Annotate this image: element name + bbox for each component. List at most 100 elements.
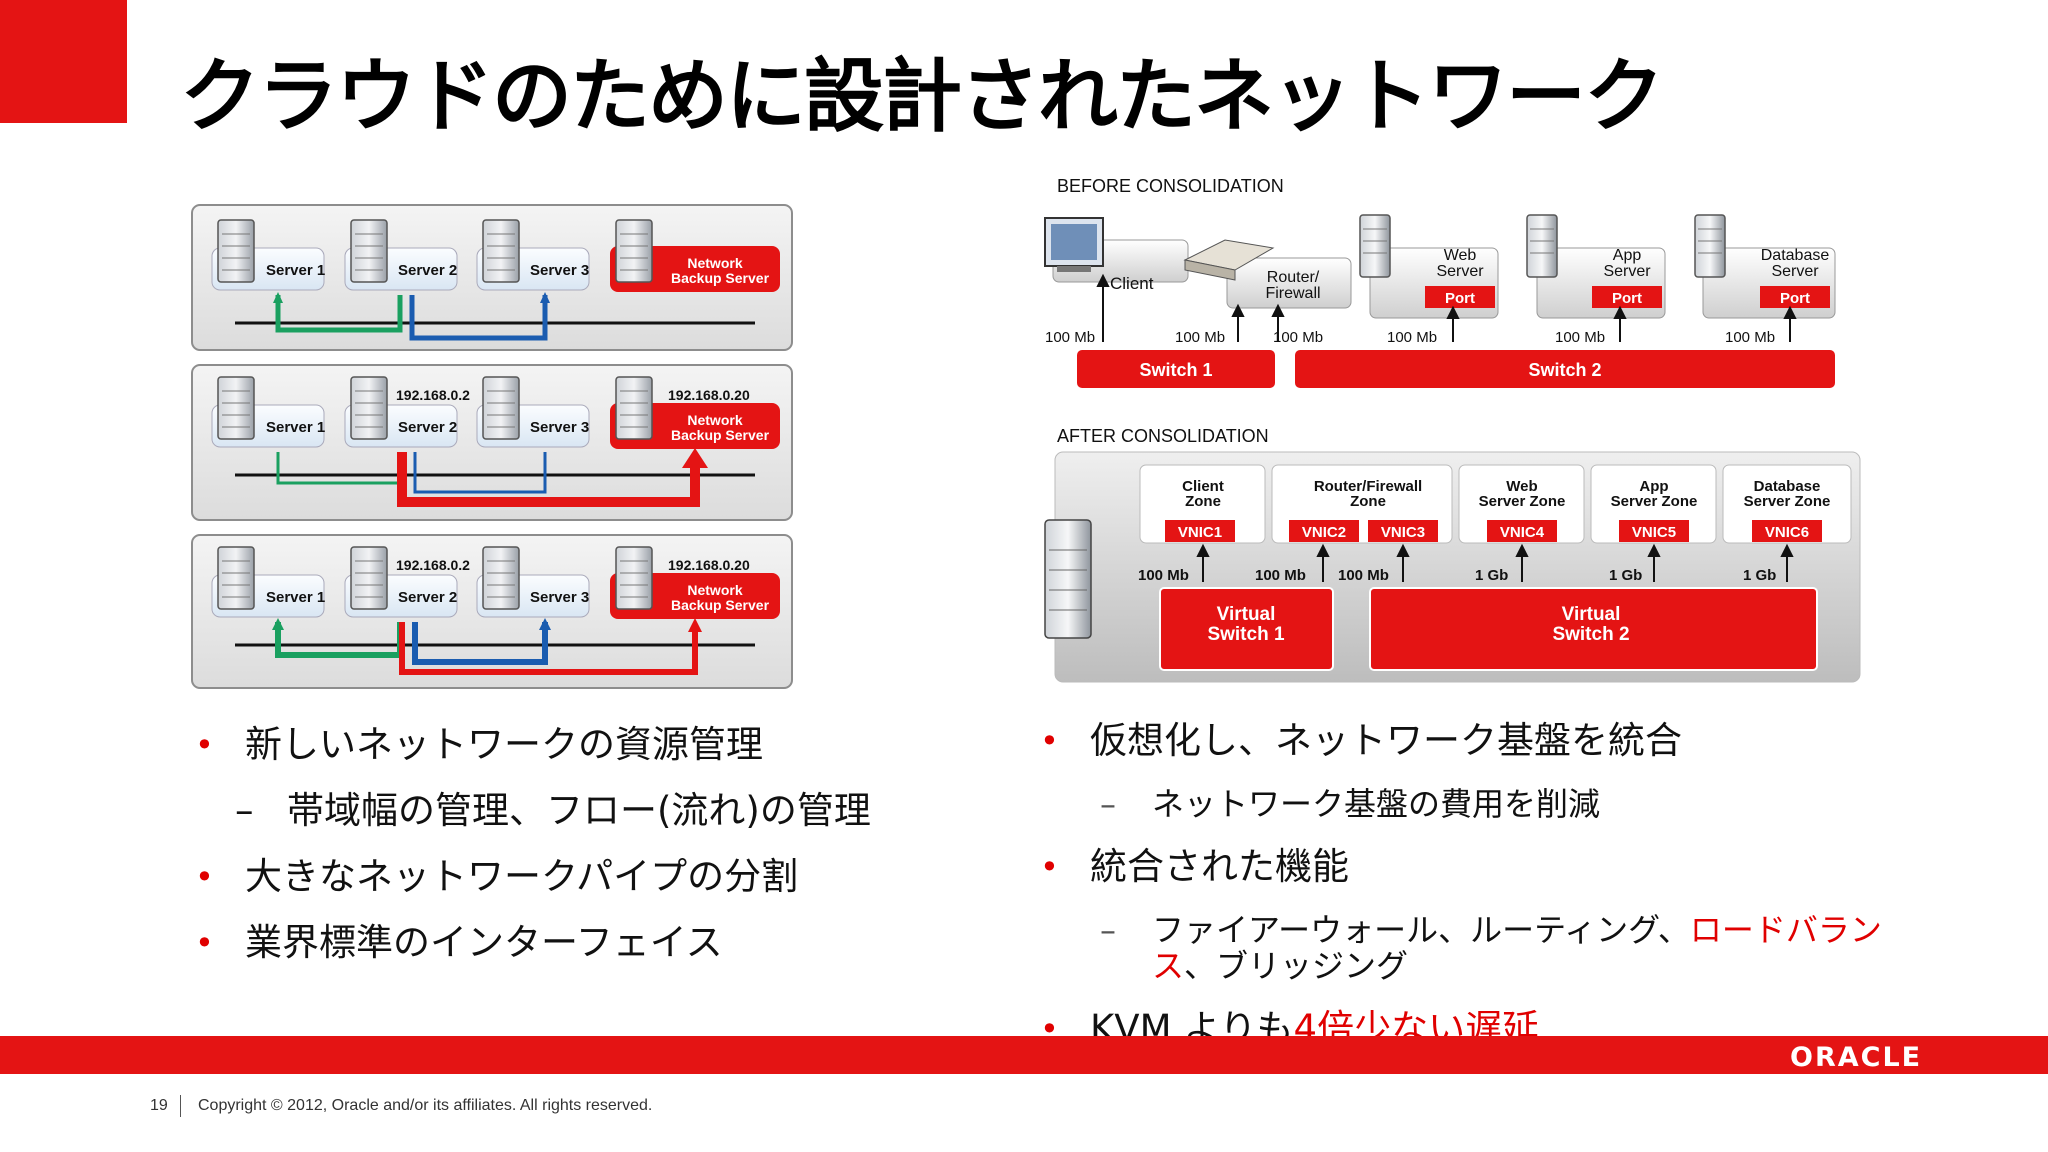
svg-text:100 Mb: 100 Mb <box>1273 329 1323 346</box>
svg-text:Router/Firewall: Router/Firewall <box>1314 478 1422 495</box>
before-speeds: 100 Mb 100 Mb 100 Mb 100 Mb 100 Mb 100 M… <box>1045 329 1775 346</box>
svg-text:Port: Port <box>1612 290 1642 307</box>
before-switch-2: Switch 2 <box>1295 350 1835 388</box>
svg-text:Server Zone: Server Zone <box>1611 493 1698 510</box>
footer-bar <box>0 1036 2048 1074</box>
svg-text:Zone: Zone <box>1185 493 1221 510</box>
ip-backup: 192.168.0.20 <box>668 387 750 403</box>
ip-backup: 192.168.0.20 <box>668 557 750 573</box>
backup-server-label-2: Backup Server <box>671 270 770 286</box>
server-2-label: Server 2 <box>398 419 457 436</box>
ip-server-2: 192.168.0.2 <box>396 557 470 573</box>
svg-text:Server: Server <box>1436 263 1484 280</box>
svg-text:Server: Server <box>1603 263 1651 280</box>
svg-text:VNIC2: VNIC2 <box>1302 524 1346 541</box>
sub-bullet-item: ネットワーク基盤の費用を削減 <box>1100 786 1912 822</box>
svg-text:Switch 1: Switch 1 <box>1207 624 1285 645</box>
svg-text:App: App <box>1639 478 1668 495</box>
server-1-label: Server 1 <box>266 262 325 279</box>
server-1-label: Server 1 <box>266 419 325 436</box>
svg-text:Port: Port <box>1445 290 1475 307</box>
after-speeds: 100 Mb 100 Mb 100 Mb 1 Gb 1 Gb 1 Gb <box>1138 567 1776 584</box>
svg-text:100 Mb: 100 Mb <box>1255 567 1306 584</box>
page-number: 19 <box>150 1097 168 1114</box>
sub-bullet-text: ファイアーウォール、ルーティング、 <box>1152 911 1690 949</box>
bullet-item: 業界標準のインターフェイス <box>195 910 871 976</box>
svg-text:VNIC5: VNIC5 <box>1632 524 1676 541</box>
zone-client: Client Zone VNIC1 <box>1139 464 1266 544</box>
svg-text:Client: Client <box>1110 274 1154 293</box>
highlight-text: ロードバランス <box>1152 911 1882 985</box>
svg-text:Database: Database <box>1761 247 1830 264</box>
before-database-server: Database Server Port <box>1694 214 1836 319</box>
svg-text:VNIC1: VNIC1 <box>1178 524 1222 541</box>
svg-text:Database: Database <box>1754 478 1821 495</box>
svg-text:VNIC6: VNIC6 <box>1765 524 1809 541</box>
server-3-label: Server 3 <box>530 419 589 436</box>
bullet-item: 大きなネットワークパイプの分割 <box>195 844 871 910</box>
left-bullet-list: 新しいネットワークの資源管理 帯域幅の管理、フロー(流れ)の管理 大きなネットワ… <box>195 712 871 976</box>
diagram-panel-3: Server 1 192.168.0.2 Server 2 Server 3 1… <box>191 534 793 689</box>
after-host-server <box>1044 519 1092 639</box>
svg-text:Virtual: Virtual <box>1562 604 1621 625</box>
svg-text:Web: Web <box>1444 247 1477 264</box>
svg-text:Virtual: Virtual <box>1217 604 1276 625</box>
svg-text:1 Gb: 1 Gb <box>1475 567 1508 584</box>
ip-server-2: 192.168.0.2 <box>396 387 470 403</box>
svg-text:100 Mb: 100 Mb <box>1138 567 1189 584</box>
svg-text:Switch 1: Switch 1 <box>1139 360 1212 380</box>
sub-bullet-item: ファイアーウォール、ルーティング、ロードバランス、ブリッジング <box>1100 912 1912 984</box>
copyright-text: Copyright © 2012, Oracle and/or its affi… <box>198 1097 653 1114</box>
svg-text:Switch 2: Switch 2 <box>1552 624 1629 645</box>
slide-title: クラウドのために設計されたネットワーク <box>180 50 1664 143</box>
svg-text:VNIC3: VNIC3 <box>1381 524 1425 541</box>
before-web-server: Web Server Port <box>1359 214 1499 319</box>
before-heading: BEFORE CONSOLIDATION <box>1057 176 1284 196</box>
backup-server-label: Network <box>687 412 742 428</box>
svg-text:VNIC4: VNIC4 <box>1500 524 1545 541</box>
bullet-item: 新しいネットワークの資源管理 <box>195 712 871 778</box>
svg-text:100 Mb: 100 Mb <box>1338 567 1389 584</box>
svg-text:1 Gb: 1 Gb <box>1609 567 1642 584</box>
svg-text:100 Mb: 100 Mb <box>1555 329 1605 346</box>
virtual-switch-2: Virtual Switch 2 <box>1369 587 1818 671</box>
svg-text:Firewall: Firewall <box>1265 285 1320 302</box>
zone-web-server: Web Server Zone VNIC4 <box>1458 464 1585 544</box>
svg-text:Client: Client <box>1182 478 1224 495</box>
server-3-label: Server 3 <box>530 589 589 606</box>
zone-router-firewall: Router/Firewall Zone VNIC2 VNIC3 <box>1271 464 1453 544</box>
svg-text:Port: Port <box>1780 290 1810 307</box>
svg-text:100 Mb: 100 Mb <box>1045 329 1095 346</box>
backup-server-label-2: Backup Server <box>671 597 770 613</box>
before-router: Router/ Firewall <box>1183 239 1352 309</box>
sub-bullet-text: 、ブリッジング <box>1184 947 1409 985</box>
zone-app-server: App Server Zone VNIC5 <box>1590 464 1717 544</box>
server-1-label: Server 1 <box>266 589 325 606</box>
svg-text:100 Mb: 100 Mb <box>1725 329 1775 346</box>
backup-server-label: Network <box>687 582 742 598</box>
svg-text:Server Zone: Server Zone <box>1744 493 1831 510</box>
before-app-server: App Server Port <box>1526 214 1666 319</box>
oracle-logo: ORACLE <box>1790 1042 1923 1073</box>
svg-text:Zone: Zone <box>1350 493 1386 510</box>
footer-separator <box>180 1095 181 1117</box>
diagram-panel-2: Server 1 192.168.0.2 Server 2 Server 3 1… <box>191 364 793 521</box>
sub-bullet-item: 帯域幅の管理、フロー(流れ)の管理 <box>235 778 871 844</box>
svg-text:1 Gb: 1 Gb <box>1743 567 1776 584</box>
after-heading: AFTER CONSOLIDATION <box>1057 426 1269 446</box>
server-2-label: Server 2 <box>398 262 457 279</box>
svg-text:Router/: Router/ <box>1267 269 1320 286</box>
svg-text:100 Mb: 100 Mb <box>1175 329 1225 346</box>
svg-text:Switch 2: Switch 2 <box>1528 360 1601 380</box>
backup-server-label: Network <box>687 255 742 271</box>
corner-accent <box>0 0 127 123</box>
before-client: Client <box>1044 217 1189 293</box>
consolidation-diagram: BEFORE CONSOLIDATION Client Router/ Fire… <box>1044 176 1861 683</box>
svg-text:Server: Server <box>1771 263 1819 280</box>
before-switch-1: Switch 1 <box>1077 350 1275 388</box>
svg-text:100 Mb: 100 Mb <box>1387 329 1437 346</box>
svg-text:Web: Web <box>1506 478 1537 495</box>
left-network-diagram: Server 1 Server 2 Server 3 Network Backu… <box>191 204 793 689</box>
right-bullet-list: 仮想化し、ネットワーク基盤を統合 ネットワーク基盤の費用を削減 統合された機能 … <box>1040 708 1912 1062</box>
svg-text:Server Zone: Server Zone <box>1479 493 1566 510</box>
